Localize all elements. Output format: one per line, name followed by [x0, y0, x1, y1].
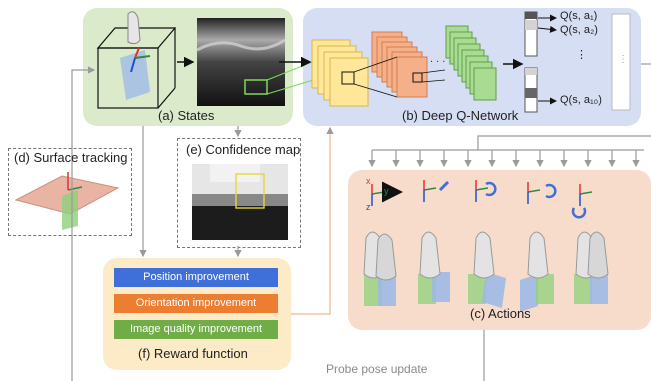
cube-probe-illustration [96, 11, 177, 109]
q-value-2: Q(s, a₂) [560, 24, 598, 36]
q-value-10: Q(s, a₁₀) [560, 94, 602, 106]
dqn-yellow-layers [311, 39, 369, 107]
dqn-label: (b) Deep Q-Network [402, 108, 519, 123]
action-input-arrows [368, 150, 640, 168]
action-probe-renders [363, 231, 609, 312]
q-output-vectors: ⋮ [524, 11, 631, 113]
q-value-1: Q(s, a₁) [560, 10, 598, 22]
dqn-green-layers [445, 25, 497, 101]
actions-label: (c) Actions [470, 306, 531, 321]
axis-x-label: x [366, 176, 371, 186]
q-ellipsis: ⋮ [576, 49, 587, 61]
axis-z-label: z [366, 202, 371, 212]
confidence-map-image [192, 164, 288, 240]
reward-function-label: (f) Reward function [138, 346, 248, 361]
ultrasound-image [197, 18, 285, 106]
reward-image-quality: Image quality improvement [114, 320, 278, 339]
svg-text:⋮: ⋮ [618, 54, 628, 65]
confidence-map-label: (e) Confidence map [186, 142, 301, 157]
states-label: (a) States [158, 108, 215, 123]
surface-tracking-illustration [14, 172, 120, 230]
axis-y-label: y [384, 186, 389, 196]
action-glyphs [371, 180, 593, 219]
surface-tracking-label: (d) Surface tracking [14, 150, 128, 165]
probe-pose-update-label: Probe pose update [326, 362, 428, 376]
dqn-orange-layers [371, 31, 428, 98]
reward-position: Position improvement [114, 268, 278, 287]
reward-orientation: Orientation improvement [114, 294, 278, 313]
